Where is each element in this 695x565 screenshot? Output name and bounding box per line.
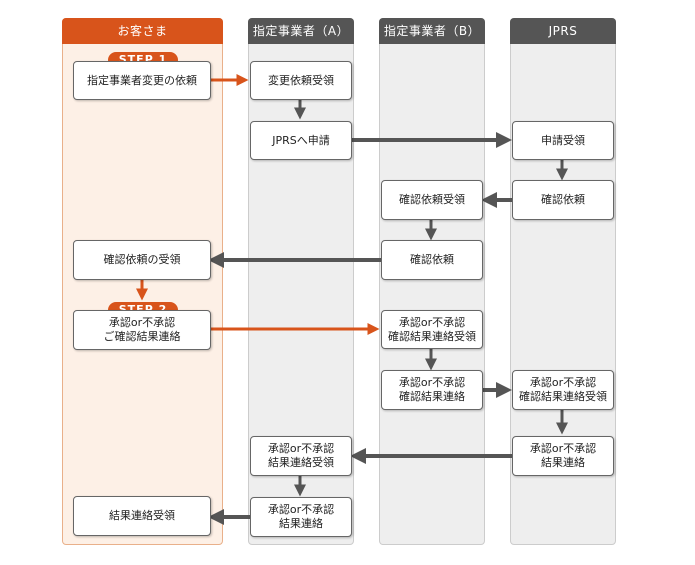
box-line: 確認依頼: [410, 253, 454, 266]
box-line: 承認or不承認: [267, 503, 335, 516]
box-line: ご確認結果連絡: [103, 330, 181, 343]
box-j-confirm-request: 確認依頼: [512, 180, 614, 220]
box-line: JPRSへ申請: [272, 133, 330, 147]
box-line: 結果連絡: [541, 456, 585, 469]
box-c-receive-confirm: 確認依頼の受領: [73, 240, 211, 280]
box-line: 承認or不承認: [529, 376, 597, 389]
box-j-notify-result: 承認or不承認 結果連絡: [512, 436, 614, 476]
box-a-receive-request: 変更依頼受領: [250, 61, 352, 100]
box-j-receive-result: 承認or不承認 確認結果連絡受領: [512, 370, 614, 410]
box-line: 承認or不承認: [267, 442, 335, 455]
box-line: 結果連絡: [279, 517, 323, 530]
box-c-request-change: 指定事業者変更の依頼: [73, 61, 211, 100]
box-line: 指定事業者変更の依頼: [87, 73, 197, 87]
box-b-receive-result: 承認or不承認 確認結果連絡受領: [381, 310, 483, 349]
box-b-confirm-request: 確認依頼: [381, 240, 483, 280]
box-line: 申請受領: [541, 133, 585, 147]
box-b-notify-result: 承認or不承認 確認結果連絡: [381, 370, 483, 410]
box-line: 変更依頼受領: [268, 73, 334, 87]
lane-title-customer: お客さま: [62, 18, 223, 44]
box-line: 承認or不承認: [108, 316, 176, 329]
lane-title-agent-b: 指定事業者（B）: [379, 18, 485, 44]
lane-title-agent-a: 指定事業者（A）: [248, 18, 354, 44]
lane-title-jprs: JPRS: [510, 18, 616, 44]
box-line: 承認or不承認: [398, 315, 466, 329]
box-c-receive-result: 結果連絡受領: [73, 496, 211, 536]
box-b-receive-confirm: 確認依頼受領: [381, 180, 483, 220]
box-c-approve-notify: 承認or不承認 ご確認結果連絡: [73, 310, 211, 350]
box-a-receive-result: 承認or不承認 結果連絡受領: [250, 436, 352, 476]
box-a-notify-result: 承認or不承認 結果連絡: [250, 497, 352, 537]
box-line: 結果連絡受領: [109, 509, 175, 522]
box-line: 確認結果連絡受領: [519, 390, 607, 403]
box-line: 確認依頼受領: [399, 193, 465, 206]
box-a-apply-jprs: JPRSへ申請: [250, 121, 352, 160]
box-line: 確認結果連絡: [399, 390, 465, 403]
box-line: 承認or不承認: [529, 442, 597, 455]
box-line: 確認結果連絡受領: [388, 329, 476, 343]
box-j-receive-application: 申請受領: [512, 121, 614, 160]
box-line: 結果連絡受領: [268, 456, 334, 469]
box-line: 確認依頼の受領: [103, 253, 181, 266]
box-line: 承認or不承認: [398, 376, 466, 389]
box-line: 確認依頼: [541, 193, 585, 206]
